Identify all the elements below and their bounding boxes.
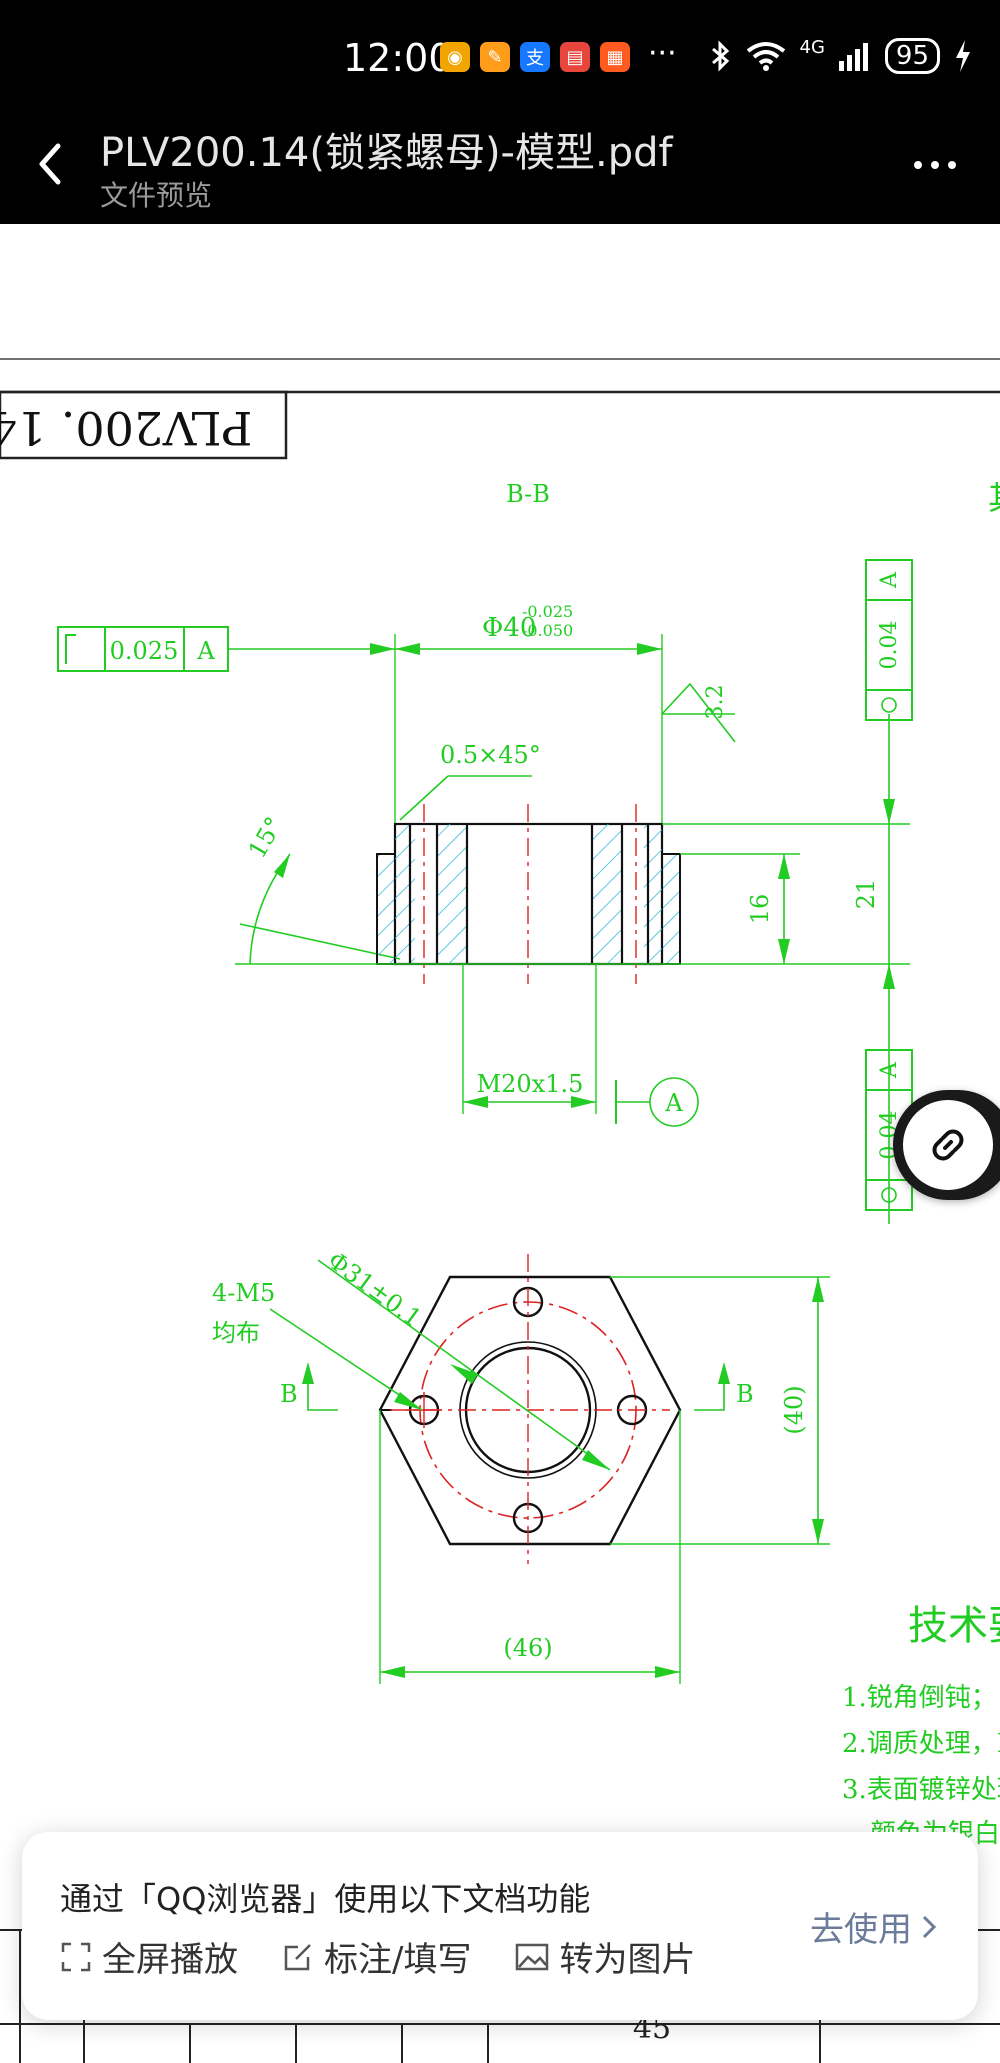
section-view bbox=[235, 804, 910, 984]
promo-title: 通过「QQ浏览器」使用以下文档功能 bbox=[60, 1880, 591, 1918]
svg-text:(46): (46) bbox=[503, 1634, 552, 1662]
section-markers: B B bbox=[280, 1362, 754, 1411]
fullscreen-icon bbox=[61, 1942, 91, 1971]
svg-text:21: 21 bbox=[852, 879, 880, 910]
hole-annotation: 4-M5 均布 Φ31±0.1 bbox=[212, 1246, 611, 1471]
chamfer-annotation: 0.5×45° bbox=[399, 741, 541, 821]
document-subtitle: 文件预览 bbox=[100, 179, 213, 212]
reader-icon: ▤ bbox=[560, 42, 590, 72]
link-icon bbox=[932, 1129, 964, 1161]
signal-icon bbox=[838, 43, 868, 71]
app-store-icon: ▦ bbox=[600, 42, 630, 72]
svg-text:4-M5: 4-M5 bbox=[212, 1279, 275, 1307]
section-label: B-B bbox=[506, 480, 550, 508]
height-40-dimension: (40) bbox=[610, 1276, 830, 1545]
roughness-symbol: 3.2 bbox=[661, 682, 736, 743]
overflow-notifications: ··· bbox=[648, 36, 677, 71]
svg-text:均布: 均布 bbox=[212, 1319, 260, 1347]
to-image-feature[interactable]: 转为图片 bbox=[515, 1932, 695, 1981]
svg-text:A: A bbox=[877, 1061, 902, 1079]
technical-requirements: 技术要 1.锐角倒钝； 2.调质处理，HE 3.表面镀锌处理 颜色为银白色 bbox=[842, 1603, 1000, 1849]
edit-icon bbox=[284, 1943, 311, 1970]
svg-text:0.5×45°: 0.5×45° bbox=[440, 741, 541, 769]
status-time: 12:00 bbox=[343, 36, 453, 80]
cad-drawing: PLV200. 14 B-B 其 0.025 A Φ40 -0.025 -0.0… bbox=[0, 358, 1000, 2063]
share-link-button[interactable] bbox=[893, 1090, 1000, 1200]
notes-icon: ✎ bbox=[480, 42, 510, 72]
svg-text:0.025: 0.025 bbox=[110, 637, 179, 665]
tech-title: 技术要 bbox=[908, 1603, 1000, 1649]
back-arrow-icon[interactable] bbox=[30, 134, 70, 194]
front-view bbox=[378, 1254, 682, 1564]
use-now-button[interactable]: 去使用 bbox=[810, 1902, 938, 1951]
svg-text:Φ31±0.1: Φ31±0.1 bbox=[322, 1246, 426, 1332]
svg-text:15°: 15° bbox=[243, 812, 289, 863]
svg-text:B: B bbox=[280, 1380, 298, 1408]
thread-dimension: M20x1.5 A bbox=[462, 964, 699, 1127]
weibo-icon: ◉ bbox=[440, 42, 470, 72]
svg-text:Φ40: Φ40 bbox=[482, 613, 536, 643]
more-options-icon[interactable] bbox=[910, 150, 960, 180]
tech-item: 2.调质处理，HE bbox=[842, 1729, 1000, 1759]
annotate-feature[interactable]: 标注/填写 bbox=[282, 1932, 471, 1981]
svg-text:-0.050: -0.050 bbox=[522, 621, 573, 640]
height-dimensions: 16 21 bbox=[662, 714, 910, 1224]
svg-text:-0.025: -0.025 bbox=[522, 602, 573, 621]
document-title: PLV200.14(锁紧螺母)-模型.pdf bbox=[100, 130, 673, 176]
tech-item: 3.表面镀锌处理 bbox=[842, 1775, 1000, 1805]
charging-icon bbox=[956, 40, 970, 72]
system-indicators: 4G 95 bbox=[710, 38, 973, 74]
bluetooth-icon bbox=[711, 40, 729, 72]
svg-text:A: A bbox=[664, 1089, 683, 1117]
tech-item: 1.锐角倒钝； bbox=[842, 1683, 997, 1713]
part-number: PLV200. 14 bbox=[0, 401, 252, 455]
tolerance-frame-top: A 0.04 bbox=[865, 559, 913, 721]
fullscreen-label: 全屏播放 bbox=[102, 1940, 238, 1980]
svg-text:(40): (40) bbox=[780, 1385, 808, 1434]
svg-text:0.04: 0.04 bbox=[877, 621, 902, 670]
wifi-icon bbox=[746, 42, 785, 71]
app-bar: PLV200.14(锁紧螺母)-模型.pdf 文件预览 bbox=[0, 110, 1000, 224]
svg-text:16: 16 bbox=[746, 894, 774, 925]
to-image-label: 转为图片 bbox=[559, 1940, 696, 1980]
tolerance-frame-left: 0.025 A bbox=[57, 626, 395, 672]
status-bar: 12:00 ◉ ✎ 支 ▤ ▦ ··· 4G 95 bbox=[0, 0, 1000, 110]
battery-level: 95 bbox=[884, 38, 940, 74]
fullscreen-feature[interactable]: 全屏播放 bbox=[60, 1932, 238, 1981]
promo-features: 全屏播放 标注/填写 转为图片 bbox=[60, 1932, 695, 1981]
side-char: 其 bbox=[988, 479, 1000, 517]
diameter-dimension: Φ40 -0.025 -0.050 bbox=[394, 602, 663, 824]
svg-text:A: A bbox=[196, 637, 215, 665]
width-46-dimension: (46) bbox=[379, 1410, 681, 1684]
network-type: 4G bbox=[799, 37, 825, 58]
notification-icons: ◉ ✎ 支 ▤ ▦ bbox=[440, 42, 630, 72]
image-icon bbox=[516, 1943, 549, 1970]
use-now-label: 去使用 bbox=[810, 1910, 912, 1950]
svg-text:3.2: 3.2 bbox=[703, 685, 728, 720]
svg-text:A: A bbox=[877, 571, 902, 589]
chevron-right-icon bbox=[922, 1915, 937, 1938]
pdf-viewer[interactable]: PLV200. 14 B-B 其 0.025 A Φ40 -0.025 -0.0… bbox=[0, 224, 1000, 2063]
qq-browser-promo: 通过「QQ浏览器」使用以下文档功能 全屏播放 标注/填写 bbox=[22, 1832, 978, 2020]
annotate-label: 标注/填写 bbox=[324, 1940, 472, 1980]
alipay-icon: 支 bbox=[520, 42, 550, 72]
svg-text:M20x1.5: M20x1.5 bbox=[477, 1070, 584, 1098]
svg-text:B: B bbox=[736, 1380, 754, 1408]
